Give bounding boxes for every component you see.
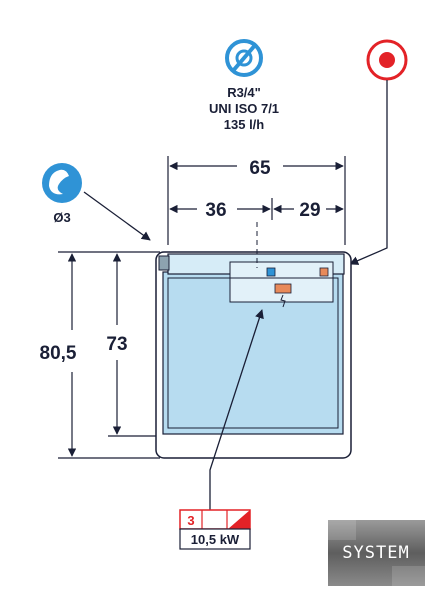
- electrical-phases-label: 3: [187, 513, 194, 528]
- top-dimension-lines: [167, 156, 346, 245]
- dimension-right-offset: 29: [299, 200, 320, 221]
- dimension-total-height: 80,5: [40, 343, 77, 364]
- dimension-left-offset: 36: [205, 200, 226, 221]
- drain-leader-line: [83, 191, 151, 241]
- brand-logo: SYSTEM: [328, 520, 425, 586]
- power-leader-line: [209, 309, 264, 510]
- electrical-connection-icon: [366, 39, 408, 81]
- water-inlet-marker: [266, 267, 276, 277]
- water-thread-label: R3/4": [227, 85, 261, 100]
- electrical-power-label: 10,5 kW: [191, 532, 240, 547]
- drain-diameter-label: Ø3: [53, 210, 70, 225]
- electrical-rating-box: [179, 509, 251, 550]
- water-supply-icon: [225, 39, 263, 77]
- brand-logo-text: SYSTEM: [342, 543, 409, 563]
- drain-icon: [42, 163, 82, 203]
- dimension-overall-width: 65: [249, 158, 271, 179]
- power-terminal-marker: [274, 283, 292, 294]
- electrical-inlet-marker: [319, 267, 329, 277]
- water-standard-label: UNI ISO 7/1: [209, 101, 279, 116]
- electrical-leader-line: [349, 80, 388, 265]
- dimension-body-height: 73: [106, 334, 127, 355]
- appliance-body: [155, 251, 352, 459]
- water-flow-label: 135 l/h: [224, 117, 265, 132]
- power-flash-mark: [280, 294, 286, 308]
